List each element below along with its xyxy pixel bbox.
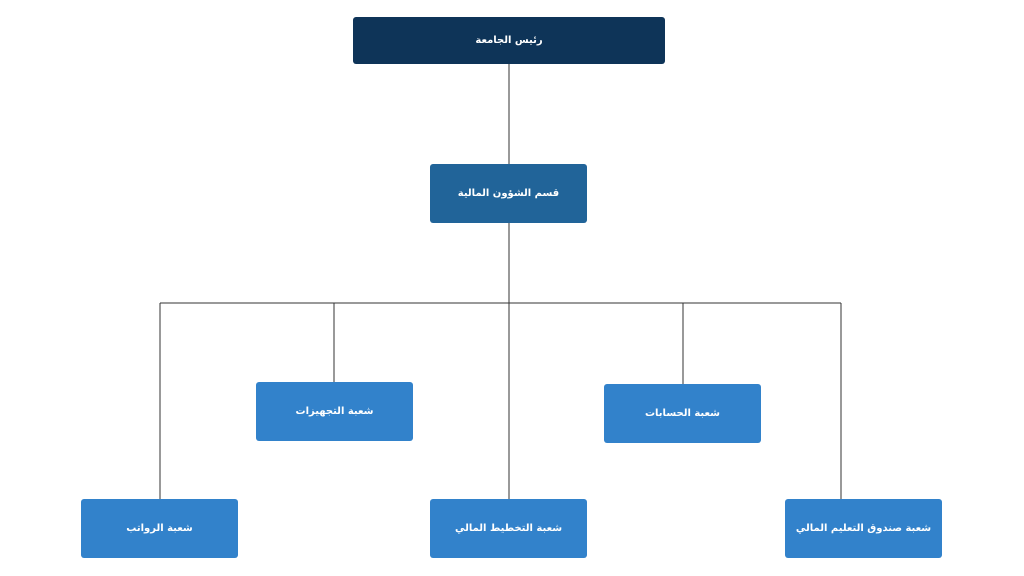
node-education-fund-division[interactable]: شعبة صندوق التعليم المالي — [785, 499, 942, 558]
node-label: شعبة صندوق التعليم المالي — [795, 523, 932, 534]
node-university-president[interactable]: رئيس الجامعة — [353, 17, 665, 64]
node-salaries-division[interactable]: شعبة الرواتب — [81, 499, 238, 558]
node-equipment-division[interactable]: شعبة التجهيزات — [256, 382, 413, 441]
node-label: شعبة الحسابات — [645, 408, 720, 419]
node-accounts-division[interactable]: شعبة الحسابات — [604, 384, 761, 443]
node-label: شعبة الرواتب — [126, 523, 193, 534]
node-label: رئيس الجامعة — [475, 35, 543, 46]
node-label: شعبة التجهيزات — [295, 406, 374, 417]
node-financial-planning-division[interactable]: شعبة التخطيط المالي — [430, 499, 587, 558]
node-label: قسم الشؤون المالية — [457, 188, 560, 199]
node-label: شعبة التخطيط المالي — [454, 523, 563, 534]
node-financial-affairs-department[interactable]: قسم الشؤون المالية — [430, 164, 587, 223]
